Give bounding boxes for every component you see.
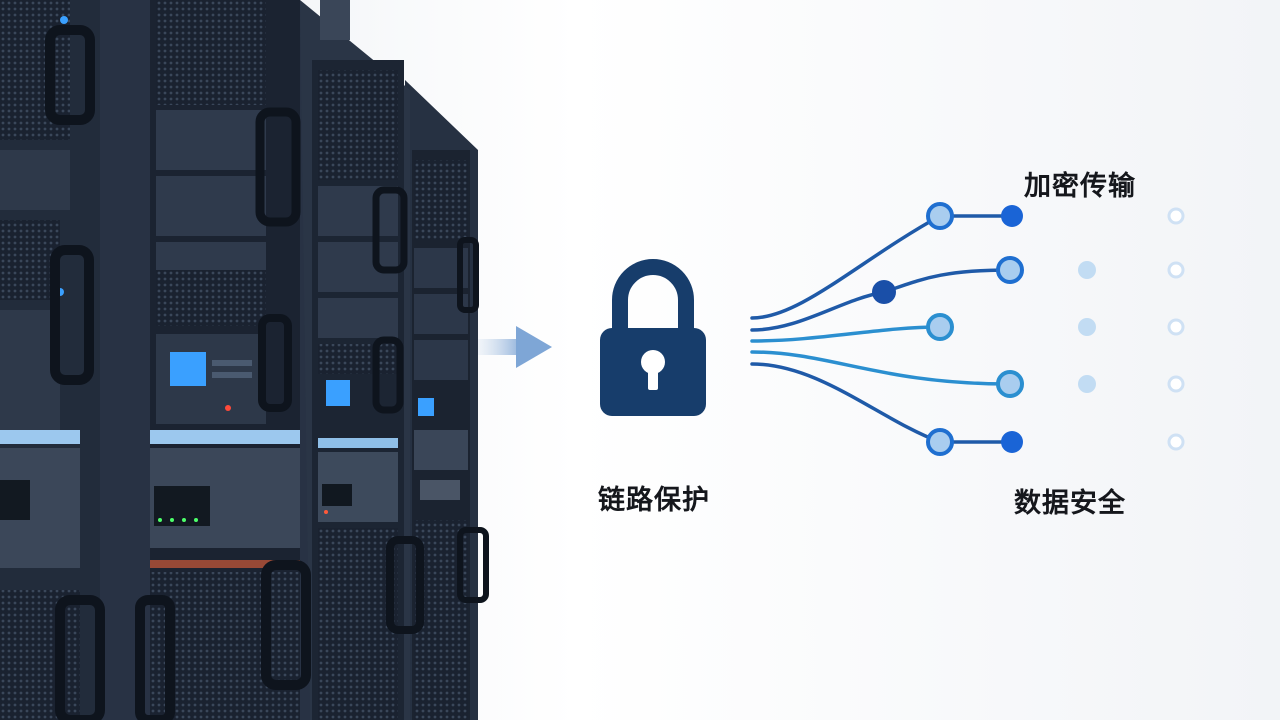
network-node — [1167, 207, 1185, 225]
network-node — [1001, 431, 1023, 453]
network-node — [872, 280, 896, 304]
link-protection-label: 链路保护 — [598, 485, 710, 516]
network-node — [996, 370, 1024, 398]
network-node — [1078, 261, 1096, 279]
network-node — [1167, 261, 1185, 279]
network-line-3 — [750, 325, 942, 343]
server-rack-0 — [0, 0, 105, 720]
data-security-label: 数据安全 — [1014, 488, 1126, 519]
network-nodes — [872, 202, 1185, 456]
network-node — [1001, 205, 1023, 227]
network-line-4 — [750, 350, 1012, 386]
arrow-right-icon — [478, 326, 552, 368]
network-node — [1167, 433, 1185, 451]
network-node — [1167, 318, 1185, 336]
server-rack-1 — [80, 0, 311, 720]
network-node — [926, 202, 954, 230]
server-rack-2 — [300, 0, 424, 720]
network-line-1 — [750, 214, 1014, 320]
network-node — [926, 428, 954, 456]
network-node — [996, 256, 1024, 284]
network-node — [926, 313, 954, 341]
network-node — [1078, 318, 1096, 336]
padlock-icon — [600, 259, 706, 416]
server-racks — [0, 0, 489, 720]
network-node — [1078, 375, 1096, 393]
network-node — [1167, 375, 1185, 393]
encrypted-transmission-label: 加密传输 — [1024, 171, 1136, 202]
